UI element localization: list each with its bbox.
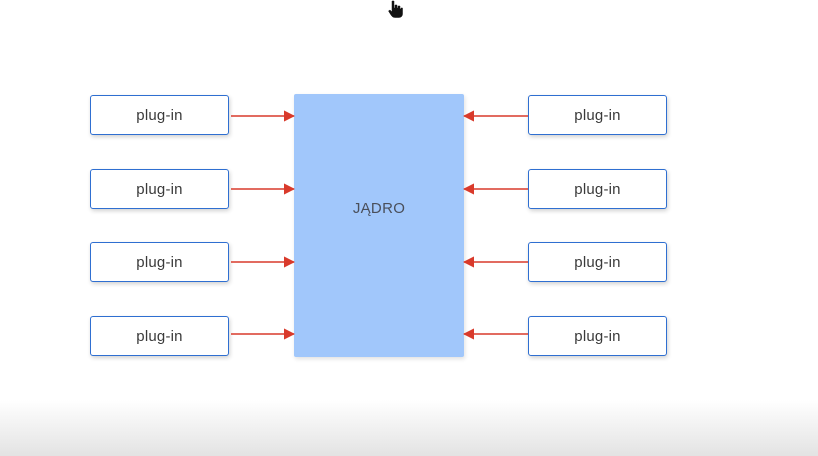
plugin-label: plug-in	[574, 106, 621, 124]
plugin-label: plug-in	[574, 327, 621, 345]
plugin-label: plug-in	[136, 327, 183, 345]
core-label: JĄDRO	[352, 200, 406, 217]
plugin-right-1: plug-in	[528, 95, 667, 135]
core-box: JĄDRO	[294, 94, 464, 357]
plugin-label: plug-in	[574, 180, 621, 198]
plugin-label: plug-in	[574, 253, 621, 271]
plugin-label: plug-in	[136, 106, 183, 124]
plugin-right-2: plug-in	[528, 169, 667, 209]
plugin-right-4: plug-in	[528, 316, 667, 356]
plugin-left-4: plug-in	[90, 316, 229, 356]
plugin-label: plug-in	[136, 253, 183, 271]
hand-pointer-icon	[388, 0, 403, 18]
plugin-left-3: plug-in	[90, 242, 229, 282]
plugin-right-3: plug-in	[528, 242, 667, 282]
plugin-label: plug-in	[136, 180, 183, 198]
plugin-left-1: plug-in	[90, 95, 229, 135]
plugin-left-2: plug-in	[90, 169, 229, 209]
bottom-gradient	[0, 400, 818, 456]
